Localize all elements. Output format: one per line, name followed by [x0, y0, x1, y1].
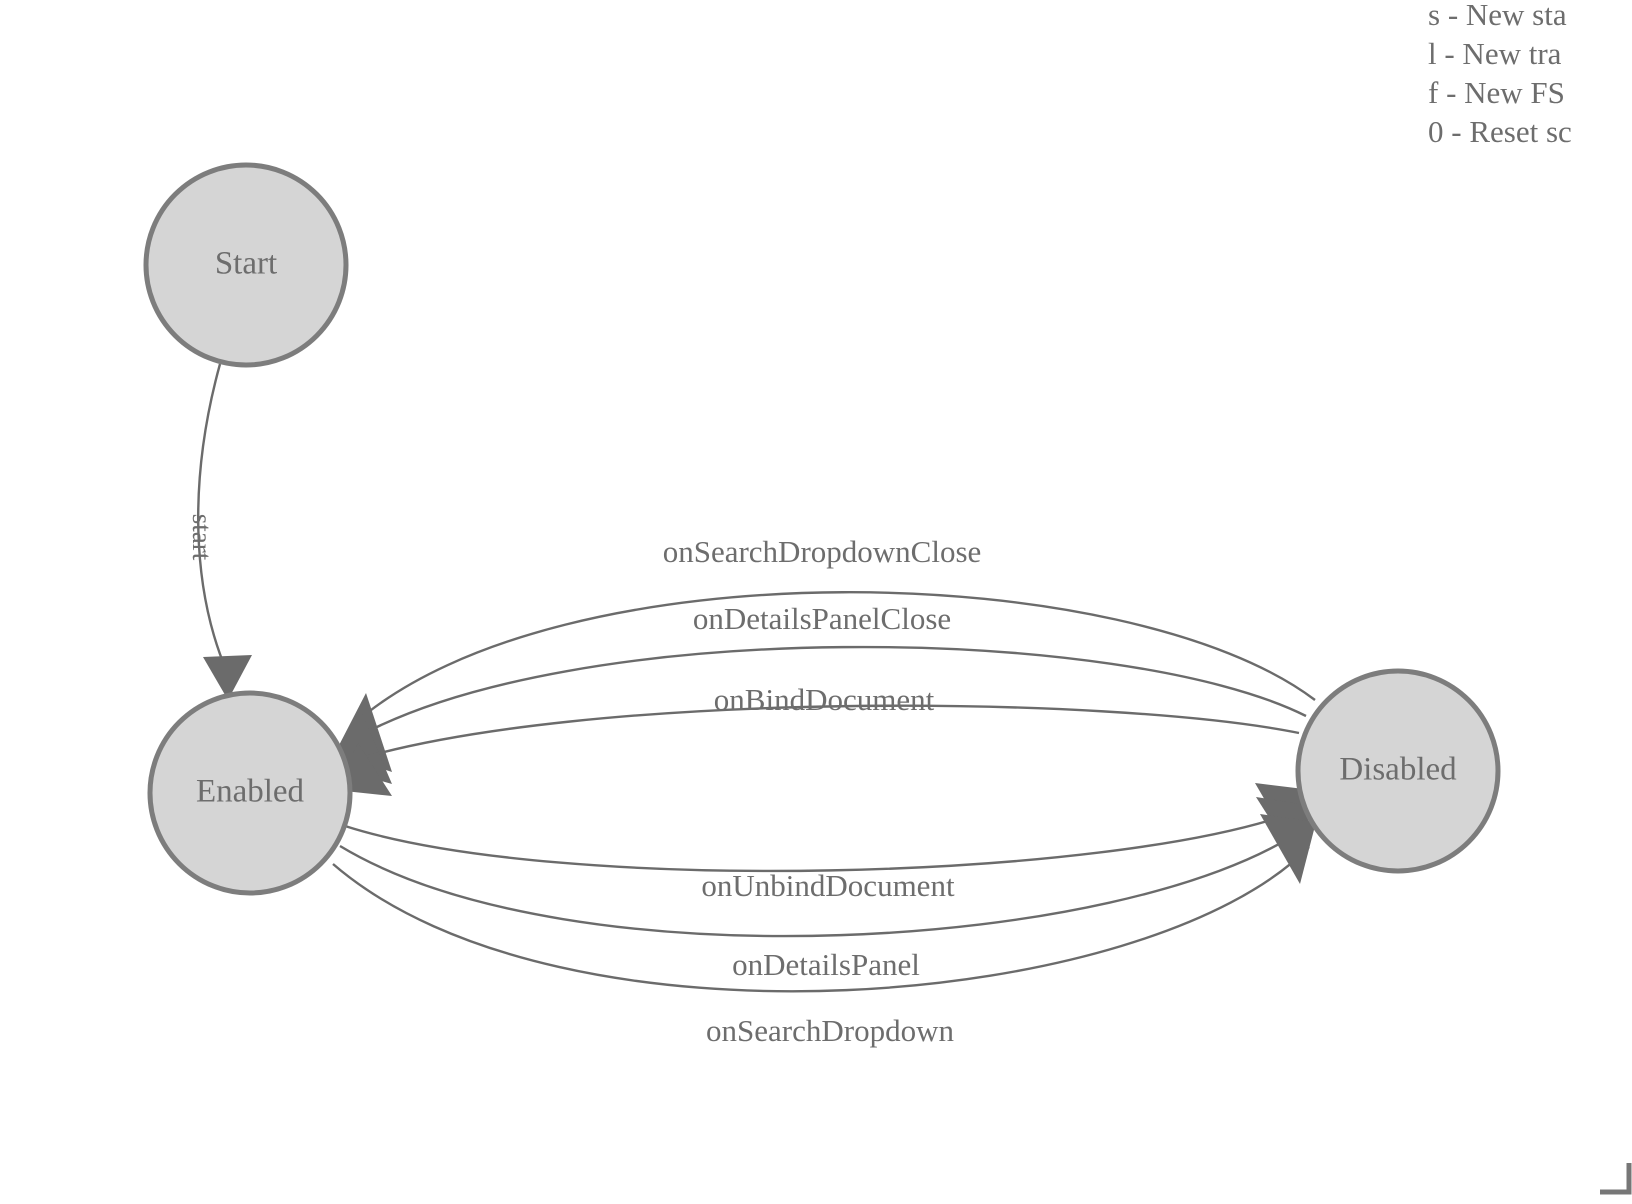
transition-label-on-details-panel-close: onDetailsPanelClose: [693, 601, 951, 636]
state-node-enabled[interactable]: Enabled: [147, 690, 353, 896]
transition-on-unbind-document[interactable]: [344, 783, 1312, 873]
transition-start[interactable]: [197, 363, 252, 700]
transition-label-on-search-dropdown: onSearchDropdown: [706, 1013, 954, 1048]
state-circle[interactable]: [147, 690, 353, 896]
shortcut-line-reset-scale: 0 - Reset sc: [1428, 114, 1572, 149]
state-circle[interactable]: [1295, 668, 1501, 874]
shortcut-line-new-state: s - New sta: [1428, 0, 1567, 32]
state-node-disabled[interactable]: Disabled: [1295, 668, 1501, 874]
transition-curve[interactable]: [349, 645, 1307, 743]
transition-label-start: start: [187, 514, 217, 561]
state-circle[interactable]: [143, 162, 349, 368]
transition-curve[interactable]: [339, 829, 1303, 938]
transition-curve[interactable]: [347, 704, 1300, 764]
state-label: Enabled: [196, 774, 305, 810]
transition-label-on-search-dropdown-close: onSearchDropdownClose: [663, 534, 982, 569]
shortcut-line-new-transition: l - New tra: [1428, 36, 1562, 71]
transition-on-search-dropdown[interactable]: [332, 814, 1316, 993]
transition-label-on-unbind-document: onUnbindDocument: [701, 868, 955, 903]
state-label: Disabled: [1339, 752, 1457, 788]
transition-label-on-bind-document: onBindDocument: [714, 682, 935, 717]
transition-curve[interactable]: [332, 846, 1310, 993]
transition-on-bind-document[interactable]: [335, 704, 1300, 796]
resize-corner-handle[interactable]: [1600, 1163, 1632, 1195]
transition-curve[interactable]: [354, 591, 1316, 724]
state-label: Start: [215, 246, 277, 282]
keyboard-shortcuts-legend: s - New sta l - New tra f - New FS 0 - R…: [1428, 0, 1572, 149]
arrowhead-icon: [1260, 814, 1316, 884]
arrowhead-icon: [203, 655, 252, 700]
transition-curve[interactable]: [344, 810, 1296, 873]
transition-label-on-details-panel: onDetailsPanel: [732, 947, 920, 982]
transition-on-details-panel[interactable]: [339, 797, 1313, 938]
state-node-start[interactable]: Start: [143, 162, 349, 368]
shortcut-line-new-fsm: f - New FS: [1428, 75, 1565, 110]
transition-curve[interactable]: [197, 363, 229, 673]
